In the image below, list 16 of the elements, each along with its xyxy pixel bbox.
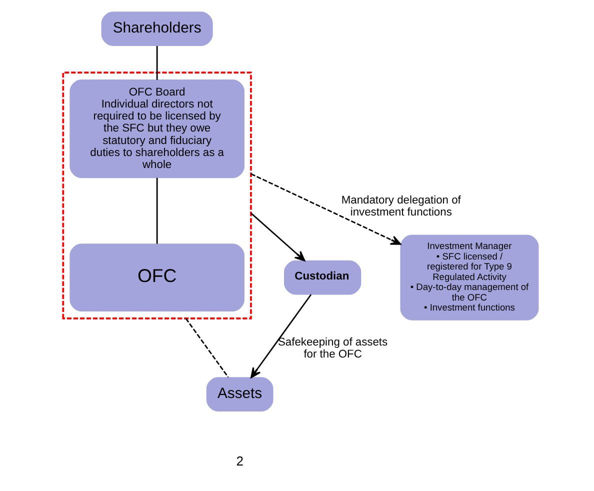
edge-label: Mandatory delegation of investment functions: [341, 194, 461, 218]
node-box: Custodian: [284, 260, 362, 295]
connector: [156, 46, 158, 80]
label: 2: [236, 454, 244, 469]
node-box: Investment Manager • SFC licensed / registered for Type 9 Regulated Activity • Day-to-day management of the OFC • Investment functions: [400, 234, 539, 320]
arrow: [250, 173, 402, 245]
node-box: OFC: [70, 244, 244, 312]
node-box: OFC Board Individual directors not required to be licensed by the SFC but they owe statutory and fiduciary duties to shareholders as a whole: [70, 80, 244, 178]
arrow: [250, 212, 306, 262]
connector: [156, 178, 158, 244]
node-box: Shareholders: [101, 12, 213, 46]
node-box: Assets: [206, 377, 274, 412]
cluster: [62, 72, 252, 320]
edge-label: Safekeeping of assets for the OFC: [278, 336, 388, 361]
arrow: [250, 294, 312, 378]
connector: [185, 318, 229, 378]
